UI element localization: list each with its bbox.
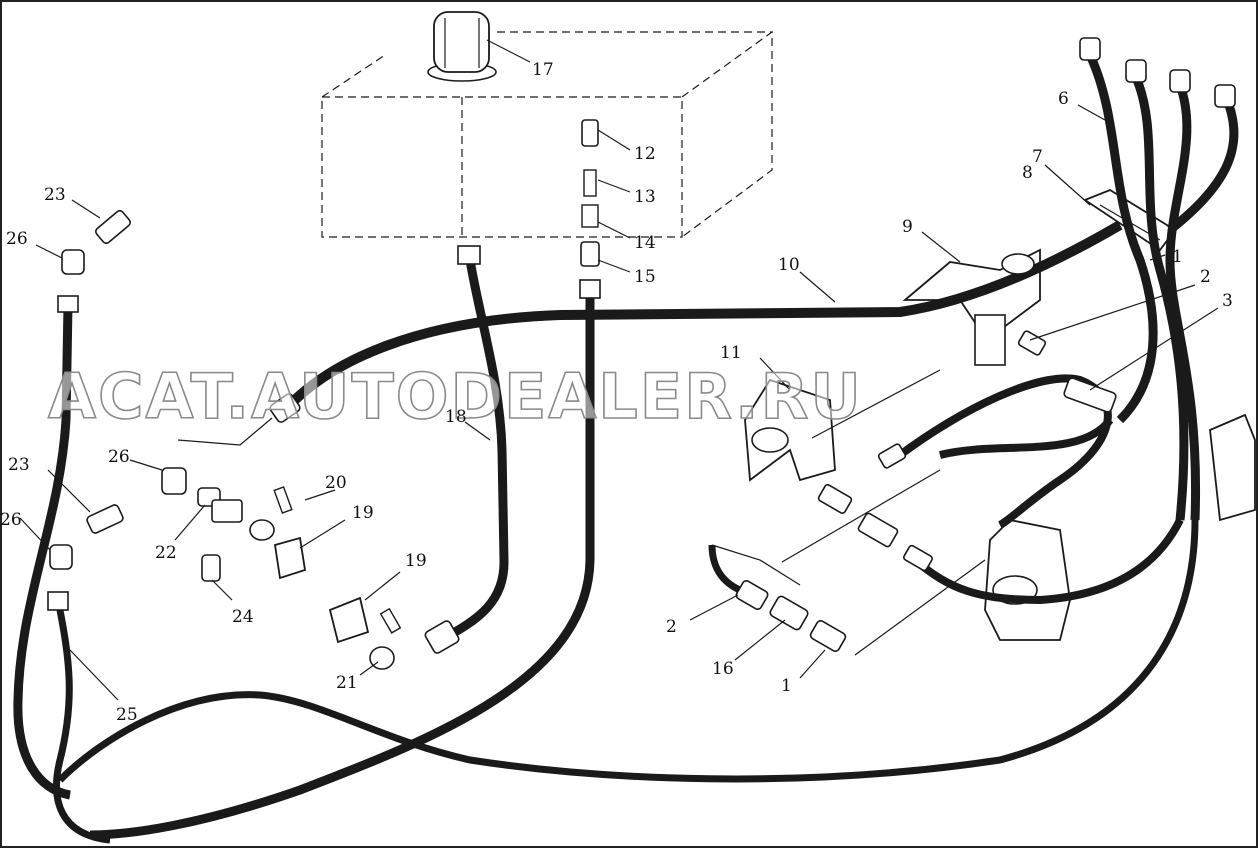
bracket-11 (744, 378, 836, 482)
callout-10: 10 (778, 255, 800, 275)
hose-10 (269, 220, 1123, 423)
callout-2-top: 2 (1200, 267, 1211, 287)
fitting-stack (580, 119, 600, 267)
callout-14: 14 (634, 233, 656, 253)
callout-3: 3 (1222, 291, 1233, 311)
hose-clamp (1083, 188, 1177, 252)
hose-return (89, 279, 601, 840)
leader-lines (19, 39, 1219, 701)
hoses-6 (1079, 37, 1239, 521)
callout-2-bottom: 2 (666, 617, 677, 637)
callout-19-lower: 19 (405, 551, 427, 571)
callout-18: 18 (445, 407, 467, 427)
hose-18 (424, 245, 509, 654)
callout-12: 12 (634, 144, 656, 164)
callout-21: 21 (336, 673, 358, 693)
callout-23-lower: 23 (8, 455, 30, 475)
callout-11: 11 (720, 343, 742, 363)
bracket-9 (902, 248, 1041, 366)
callout-26-top: 26 (6, 229, 28, 249)
hydraulic-tank (321, 30, 773, 238)
callout-23-top: 23 (44, 185, 66, 205)
callout-26-middle: 26 (108, 447, 130, 467)
callout-20: 20 (325, 473, 347, 493)
callout-1-top: 1 (1172, 247, 1183, 267)
filler-cap (427, 11, 497, 82)
watermark-text: ACAT.AUTODEALER.RU (48, 360, 863, 433)
fittings-23-26-top (61, 210, 131, 275)
callout-9: 9 (902, 217, 913, 237)
callout-19-upper: 19 (352, 503, 374, 523)
callout-7: 7 (1032, 147, 1043, 167)
hose-left (13, 295, 79, 800)
callout-25: 25 (116, 705, 138, 725)
callout-15: 15 (634, 267, 656, 287)
callout-22: 22 (155, 543, 177, 563)
hose-loop-right (57, 519, 1199, 783)
callout-26-lower: 26 (0, 510, 22, 530)
callout-17: 17 (532, 60, 554, 80)
callout-1-bottom: 1 (781, 676, 792, 696)
fittings-23-26-lower (49, 504, 124, 570)
callout-8: 8 (1022, 163, 1033, 183)
small-fittings (161, 417, 402, 670)
fittings-2-16-1 (708, 544, 847, 652)
callout-24: 24 (232, 607, 254, 627)
callout-6: 6 (1058, 89, 1069, 109)
callout-labels: 17 12 13 14 15 6 7 8 9 10 11 1 2 3 18 23… (0, 60, 1233, 725)
callout-16: 16 (712, 659, 734, 679)
hose-25 (47, 591, 111, 844)
callout-13: 13 (634, 187, 656, 207)
middle-right-hoses (817, 330, 1184, 605)
